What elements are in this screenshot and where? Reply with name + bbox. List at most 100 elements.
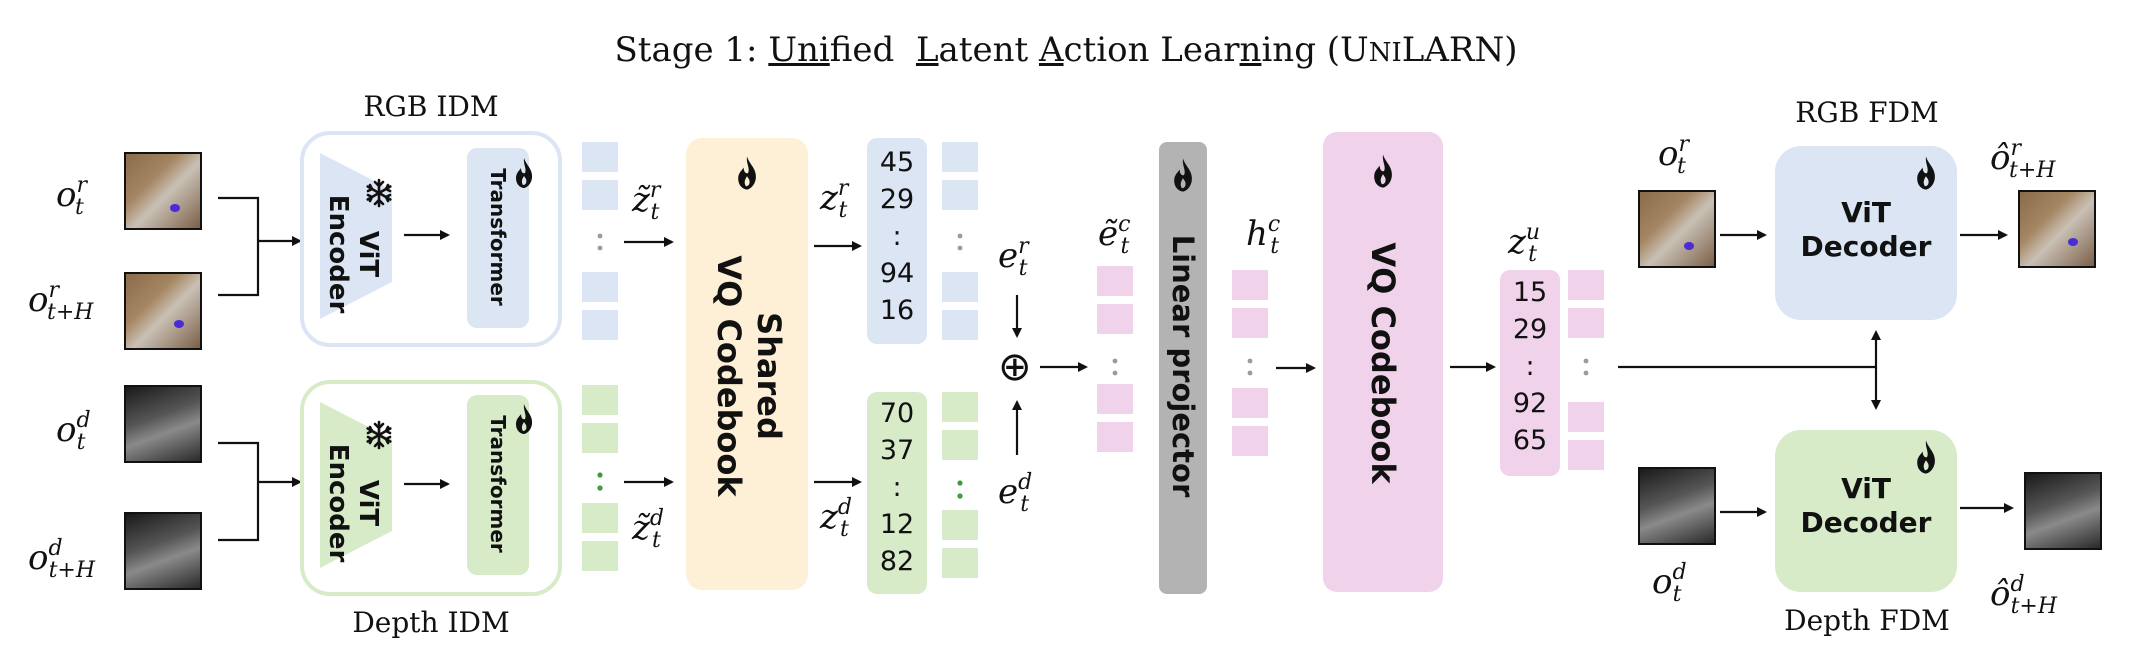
- fdm-line2: Decoder: [1800, 506, 1932, 539]
- math-var: z: [1508, 222, 1526, 262]
- projected-tokens: [1232, 270, 1268, 456]
- shared-codebook-label: Shared VQ Codebook: [705, 246, 789, 506]
- math-sub: t+H: [48, 558, 96, 583]
- rgb-frame-t-thumbnail: [124, 152, 202, 230]
- depth-latent-tokens: [582, 385, 618, 571]
- math-var: o: [28, 280, 49, 320]
- math-sub: t+H: [2009, 158, 2056, 183]
- math-var: ô: [1990, 138, 2011, 178]
- label-ohat-tH-r: ôrt+H: [1990, 138, 2055, 182]
- math-sub: t+H: [47, 300, 94, 325]
- depth-code-column: [867, 392, 927, 594]
- vq-codebook: [1323, 132, 1443, 592]
- diagram-title: Stage 1: Unified Latent Action Learning …: [0, 30, 2132, 70]
- label-o-tH-r: ort+H: [28, 280, 93, 324]
- rgb-fdm-vit-decoder: [1775, 146, 1957, 320]
- math-sup: r: [48, 278, 60, 303]
- title-paren-ni: NI: [1368, 38, 1402, 68]
- math-var: o: [1652, 562, 1673, 602]
- math-var: e: [998, 472, 1019, 512]
- code-value: :: [892, 221, 902, 252]
- math-sup: r: [649, 178, 661, 203]
- label-etilde-t-c: ẽct: [1098, 214, 1130, 258]
- math-var: h: [1246, 214, 1268, 254]
- math-var: z̃: [632, 180, 650, 220]
- rgb-code-column: [867, 138, 927, 344]
- title-underline-rn: n: [1239, 30, 1262, 70]
- linear-projector: [1159, 142, 1207, 594]
- math-sub: t+H: [2010, 594, 2058, 619]
- rgb-fdm-text: ViT Decoder: [1775, 196, 1957, 264]
- label-z-t-d: zdt: [820, 495, 853, 541]
- rgb-transformer-label: Transformer: [486, 168, 510, 306]
- math-sub: t: [838, 198, 848, 223]
- encoder-line1: ViT: [353, 479, 383, 527]
- math-sub: t: [75, 195, 84, 220]
- rgb-frame-tH-thumbnail: [124, 272, 202, 350]
- vq-codebook-label: VQ Codebook: [1364, 242, 1402, 484]
- math-sup: d: [837, 495, 853, 520]
- code-value: 12: [879, 509, 915, 540]
- unified-code-column: [1500, 270, 1560, 476]
- math-var: z: [820, 497, 838, 537]
- depth-fdm-label: Depth FDM: [1784, 604, 1950, 637]
- rgb-code-values: 45 29 : 94 16: [867, 144, 927, 329]
- code-value: 29: [1512, 314, 1548, 345]
- math-sub: t: [1020, 492, 1030, 517]
- math-sub: t: [652, 528, 661, 553]
- math-sup: r: [837, 176, 849, 201]
- code-value: 70: [879, 398, 915, 429]
- shared-codebook-line1: Shared: [750, 312, 788, 440]
- concat-oplus: ⊕: [998, 344, 1032, 390]
- fdm-rgb-input-thumbnail: [1638, 190, 1716, 268]
- math-sub: t: [1672, 582, 1682, 607]
- math-sub: t: [76, 430, 86, 455]
- code-value: :: [1525, 351, 1535, 382]
- label-fdm-o-t-d: odt: [1652, 562, 1687, 607]
- label-e-t-d: edt: [998, 472, 1032, 517]
- math-sup: u: [1525, 220, 1541, 245]
- math-sup: c: [1267, 212, 1281, 237]
- encoder-line2: Encoder: [323, 443, 353, 563]
- title-paren-u: (U: [1326, 30, 1369, 70]
- label-z-t-u: zut: [1508, 220, 1541, 267]
- math-sup: d: [649, 506, 665, 531]
- rgb-prediction-thumbnail: [2018, 190, 2096, 268]
- depth-frame-tH-thumbnail: [124, 512, 202, 590]
- math-sup: d: [1672, 560, 1687, 585]
- depth-prediction-thumbnail: [2024, 472, 2102, 550]
- math-sub: t: [1677, 154, 1686, 179]
- label-ztilde-t-d: z̃dt: [632, 506, 665, 553]
- fused-tokens: [1097, 266, 1133, 452]
- math-var: o: [28, 538, 49, 578]
- math-var: e: [998, 236, 1019, 276]
- encoder-line1: ViT: [353, 230, 383, 278]
- rgb-embedding-tokens: [942, 142, 978, 340]
- math-var: z̃: [632, 508, 650, 548]
- math-sub: t: [1528, 242, 1537, 267]
- shared-vq-codebook: [686, 138, 808, 590]
- code-value: 92: [1512, 388, 1548, 419]
- rgb-input-connector: [218, 196, 302, 297]
- math-var: o: [56, 175, 77, 215]
- encoder-line2: Encoder: [323, 194, 353, 314]
- code-value: 29: [879, 184, 915, 215]
- code-value: 94: [879, 258, 915, 289]
- title-text-ing: ing: [1261, 30, 1316, 70]
- title-underline-uni: Uni: [768, 30, 830, 70]
- rgb-latent-tokens: [582, 142, 618, 340]
- fdm-line2: Decoder: [1800, 230, 1932, 263]
- code-value: 37: [879, 435, 915, 466]
- unified-code-values: 15 29 : 92 65: [1500, 274, 1560, 459]
- rgb-transformer: [467, 148, 529, 328]
- label-o-t-r: ort: [56, 175, 87, 220]
- label-h-t-c: hct: [1246, 212, 1281, 258]
- code-value: 16: [879, 295, 915, 326]
- title-text-fied: fied: [829, 30, 895, 70]
- fdm-line1: ViT: [1841, 196, 1891, 229]
- shared-codebook-line2: VQ Codebook: [710, 255, 748, 497]
- title-prefix: Stage 1:: [614, 30, 769, 70]
- depth-fdm-vit-decoder: [1775, 430, 1957, 592]
- title-underline-l: L: [915, 30, 939, 70]
